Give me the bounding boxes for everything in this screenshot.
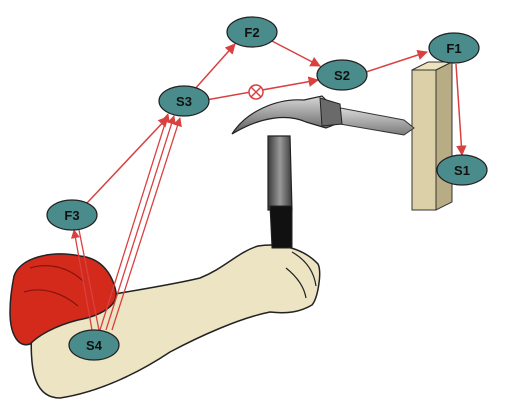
edge-s4-s3-c [111,117,182,331]
edge-s4-f3-b [78,229,100,331]
sleeve [9,253,117,346]
wooden-board [411,61,453,211]
node-label-s1: S1 [454,163,470,178]
node-f2: F2 [226,16,278,48]
edge-s3-f2 [193,43,236,91]
edges [70,39,467,331]
node-s2: S2 [316,59,368,91]
node-label-f1: F1 [446,41,461,56]
edge-f3-s3 [86,116,169,204]
arm [30,244,321,399]
node-label-f3: F3 [64,208,79,223]
node-s3: S3 [158,85,210,117]
edge-f1-s1 [455,63,467,157]
circle-x-icon [248,84,264,100]
node-s4: S4 [68,329,120,361]
node-label-s4: S4 [86,338,103,353]
edge-s4-s3-a [99,113,170,331]
node-f1: F1 [428,32,480,64]
edge-s4-f3 [70,229,93,331]
edge-s4-s3-b [105,115,176,331]
edge-s2-f1 [365,49,428,73]
node-label-s2: S2 [334,68,350,83]
node-label-f2: F2 [244,25,259,40]
hammer-handle [267,135,293,249]
edge-f2-s2 [269,39,321,67]
node-f3: F3 [46,199,98,231]
node-s1: S1 [436,154,488,186]
hammer-head [231,95,343,135]
node-label-s3: S3 [176,94,192,109]
